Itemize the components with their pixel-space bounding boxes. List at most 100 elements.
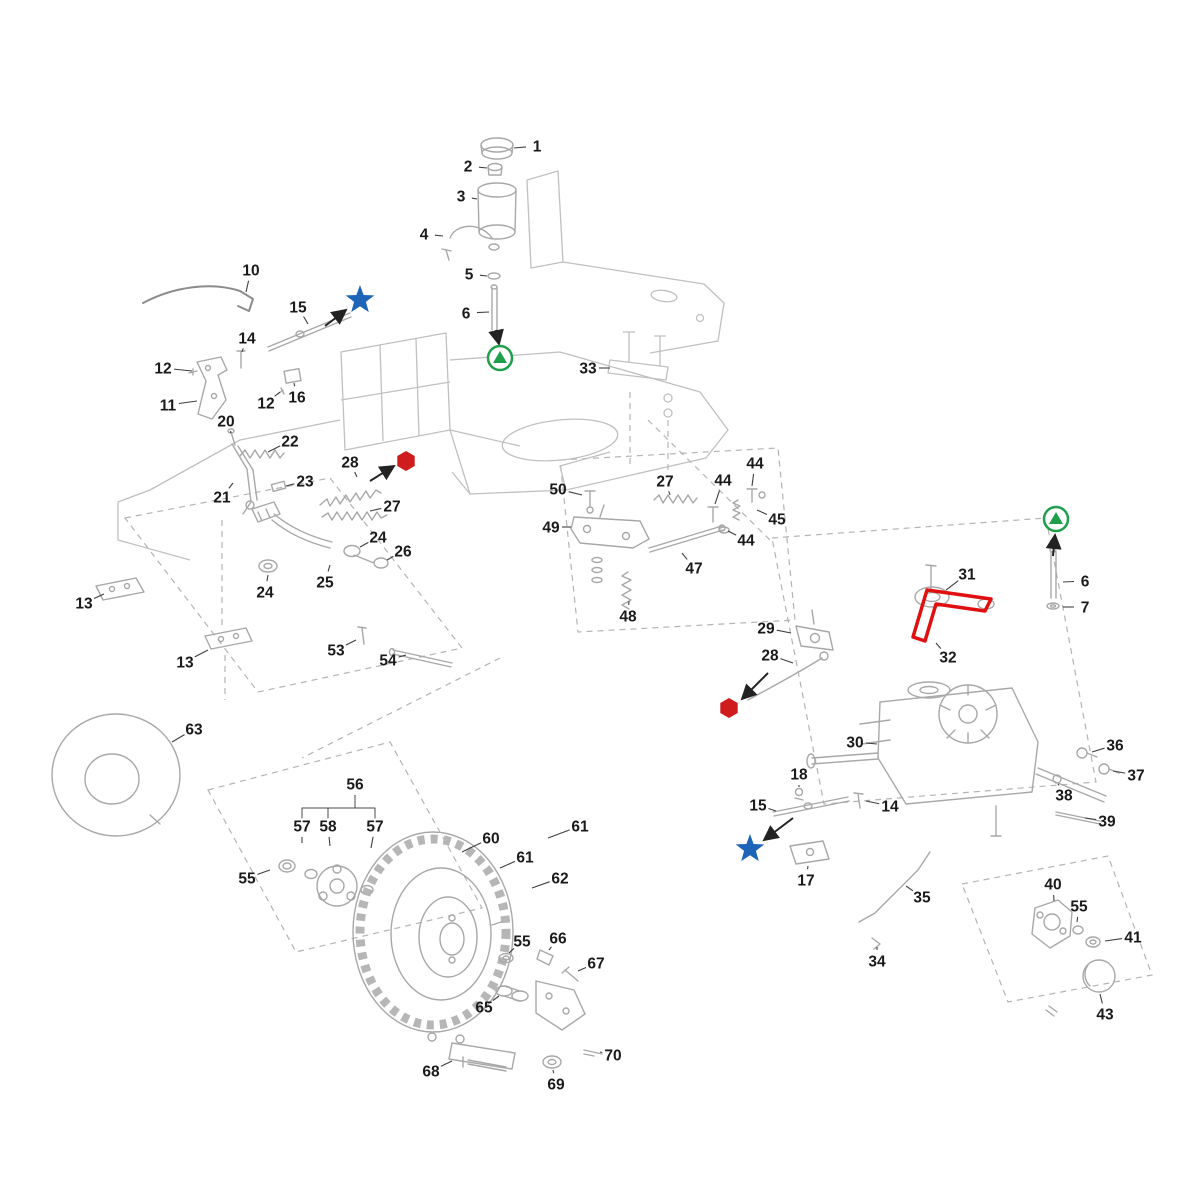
leader-line xyxy=(599,1051,603,1054)
part-number-label: 12 xyxy=(154,360,171,377)
leader-line xyxy=(274,391,281,397)
part-number-label: 20 xyxy=(217,413,234,430)
part-number-label: 60 xyxy=(482,830,499,847)
leader-line xyxy=(780,658,794,664)
part-number-label: 11 xyxy=(160,397,177,414)
part-number-label: 27 xyxy=(656,473,673,490)
rear-tire-sketch xyxy=(352,831,514,1033)
part-number-label: 25 xyxy=(316,574,334,591)
leader-line xyxy=(359,541,369,548)
leader-line xyxy=(345,639,357,646)
leader-line xyxy=(681,552,688,560)
part-number-label: 14 xyxy=(238,330,256,347)
leader-lines xyxy=(93,146,1126,1074)
part-number-label: 4 xyxy=(420,226,429,243)
inner-tube-sketch xyxy=(51,713,181,837)
rear-hub-sketch xyxy=(1031,899,1116,1017)
part-number-label: 61 xyxy=(571,818,589,835)
part-number-label: 14 xyxy=(881,798,899,815)
leader-line xyxy=(245,280,250,293)
leader-line xyxy=(1084,817,1097,821)
leader-line xyxy=(478,166,488,169)
leader-line xyxy=(547,829,570,839)
part-number-label: 26 xyxy=(394,543,412,560)
part-number-label: 44 xyxy=(714,472,732,489)
leader-line xyxy=(257,869,271,875)
leader-line xyxy=(354,471,358,478)
leader-line xyxy=(499,860,516,869)
leader-line xyxy=(751,473,755,487)
part-number-label: 53 xyxy=(327,642,345,659)
part-number-label: 32 xyxy=(939,649,956,666)
leader-line xyxy=(756,509,768,515)
part-number-label: 43 xyxy=(1096,1006,1114,1023)
leader-line xyxy=(241,348,244,353)
part-number-label: 33 xyxy=(579,360,597,377)
part-number-label: 5 xyxy=(465,266,474,283)
leader-line xyxy=(440,1060,453,1067)
part-number-label: 24 xyxy=(256,584,274,601)
part-number-label: 68 xyxy=(422,1063,440,1080)
leader-line xyxy=(1062,580,1075,583)
leader-line xyxy=(1057,783,1060,786)
part-number-label: 16 xyxy=(288,389,306,406)
support-rod-sketch xyxy=(1046,547,1060,610)
leader-line xyxy=(865,742,878,745)
part-number-label: 24 xyxy=(369,529,387,546)
part-number-label: 17 xyxy=(797,872,814,889)
leader-line xyxy=(327,564,331,572)
belt-highlight xyxy=(911,588,993,643)
leader-line xyxy=(173,368,193,372)
part-number-label: 7 xyxy=(1081,599,1090,616)
leader-line xyxy=(865,800,880,805)
pointer-arrow xyxy=(740,672,769,701)
part-number-label: 67 xyxy=(587,955,604,972)
part-number-label: 13 xyxy=(176,654,194,671)
part-number-label: 40 xyxy=(1044,876,1061,893)
leader-line xyxy=(668,491,671,496)
leader-line xyxy=(776,629,792,634)
part-number-label: 57 xyxy=(366,818,383,835)
triangle-circle-marker xyxy=(486,344,514,372)
lift-lever-sketch xyxy=(142,285,254,312)
leader-line xyxy=(266,574,269,582)
part-number-label: 61 xyxy=(516,849,534,866)
part-number-label: 66 xyxy=(549,930,567,947)
part-number-label: 29 xyxy=(757,620,775,637)
leader-line xyxy=(369,507,382,512)
leader-line xyxy=(1112,770,1126,774)
part-number-label: 37 xyxy=(1127,767,1144,784)
leader-line xyxy=(905,885,914,892)
leader-line xyxy=(479,274,488,277)
caster-parts-sketch xyxy=(427,949,603,1072)
part-number-label: 63 xyxy=(185,721,203,738)
part-number-label: 2 xyxy=(464,158,473,175)
part-number-label: 35 xyxy=(913,889,931,906)
leader-line xyxy=(714,490,721,505)
leader-line xyxy=(568,491,583,496)
leader-line xyxy=(577,966,587,972)
part-number-label: 13 xyxy=(75,595,93,612)
leader-line xyxy=(552,1069,555,1074)
leader-line xyxy=(492,995,500,1001)
part-number-label: 54 xyxy=(379,652,397,669)
leader-line xyxy=(171,734,185,743)
leader-line xyxy=(267,445,281,453)
part-number-label: 6 xyxy=(1081,573,1090,590)
part-number-label: 18 xyxy=(790,766,808,783)
leader-line xyxy=(548,946,552,951)
leader-line xyxy=(386,555,394,561)
leader-line xyxy=(370,836,374,849)
part-number-label: 34 xyxy=(868,953,886,970)
leader-line xyxy=(194,649,209,658)
leader-line xyxy=(945,580,959,591)
leader-line xyxy=(293,382,296,387)
pointer-arrow xyxy=(324,308,348,327)
leader-line xyxy=(178,400,198,405)
part-number-label: 21 xyxy=(213,489,231,506)
part-number-label: 12 xyxy=(257,395,274,412)
part-number-label: 31 xyxy=(958,566,976,583)
leader-line xyxy=(531,881,550,889)
